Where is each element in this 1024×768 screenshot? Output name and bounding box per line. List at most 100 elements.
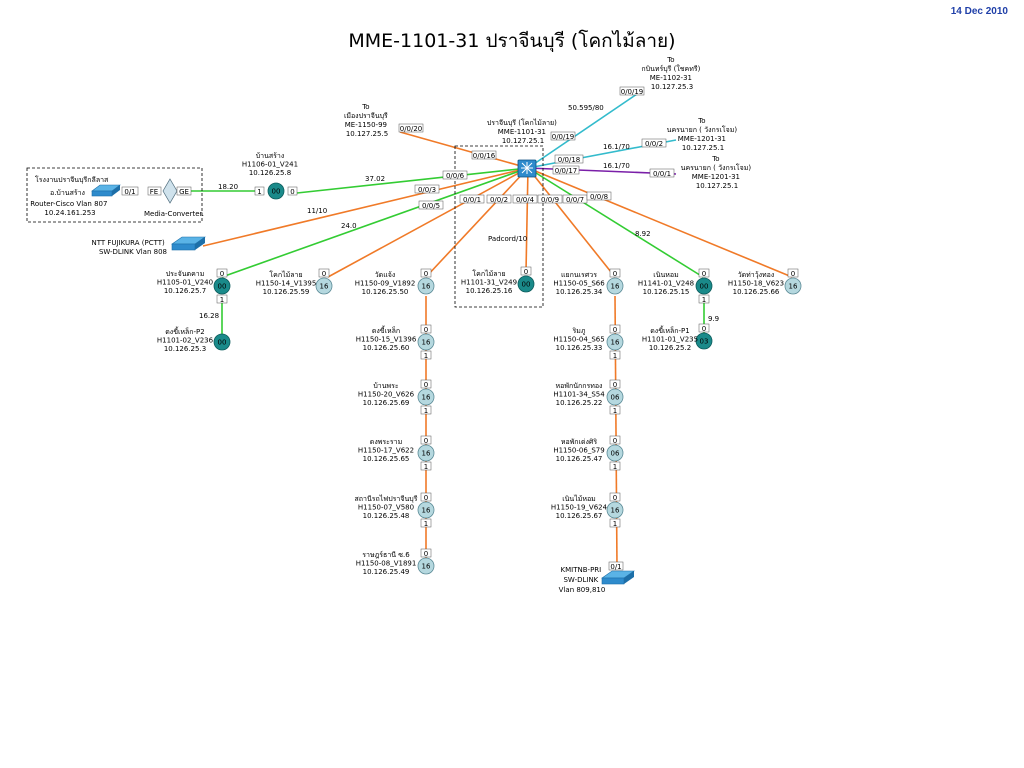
node-icon[interactable] [606,444,624,462]
node-port-top: 0 [613,326,617,334]
port-label: 0/0/20 [400,125,423,133]
node-port-out: 0 [290,188,294,196]
hub-label: ปราจีนบุรี (โคกไม้ลาย) MME-1101-31 10.12… [487,118,559,145]
node-port-box [420,492,432,502]
port-label: 0/0/19 [621,88,644,96]
link-label: 8.92 [635,230,651,238]
node-port-top: 0 [322,270,326,278]
node-icon[interactable] [417,277,435,295]
port-label: 0/0/1 [463,196,481,204]
port-label: 0/0/3 [418,186,436,194]
node-icon[interactable] [417,557,435,575]
node-icon[interactable] [606,277,624,295]
router-label: Router-Cisco Vlan 807 10.24.161.253 [30,200,109,217]
node-icon[interactable] [695,277,713,295]
factory-site-box [26,167,203,223]
node-icon[interactable] [517,275,535,293]
uplink-muang-label: To เมืองปราจีนบุรี ME-1150-99 10.127.25.… [344,103,390,138]
node-port-top: 0 [613,437,617,445]
node-port-box [609,268,621,278]
router-icon[interactable] [91,184,121,197]
node-icon[interactable] [213,333,231,351]
node-port-box [609,435,621,445]
router-port-box [121,186,139,196]
node-id: 16 [422,283,431,291]
media-converter-icon[interactable] [162,178,178,204]
node-icon[interactable] [606,388,624,406]
node-port-box [609,492,621,502]
hub-switch-icon[interactable] [517,159,537,178]
node-icon[interactable] [784,277,802,295]
node-port-box [420,379,432,389]
link-noenhom [527,167,704,278]
node-port-in: 1 [257,188,261,196]
node-id: 16 [789,283,798,291]
ntt-label: NTT FUJIKURA (PCTT) SW-DLINK Vlan 808 [91,239,167,256]
node-icon[interactable] [417,444,435,462]
node-port-bottom: 1 [424,463,428,471]
node-port-top: 0 [424,381,428,389]
node-icon[interactable] [606,333,624,351]
ge-box [176,186,192,196]
link-khokmailai31 [525,167,529,273]
node-id: 06 [611,450,620,458]
link-label: 11/10 [307,207,327,215]
ntt-switch-icon[interactable] [171,236,206,251]
factory-name: โรงงานปราจีนบุรีกลีลาส [35,175,109,184]
node-id: 00 [218,283,227,291]
node-port-box [609,518,621,528]
node-port-box [318,268,330,278]
uplink-kabin-label: To กบินทร์บุรี (ใชคทรี) ME-1102-31 10.12… [641,56,702,91]
ge-label: GE [179,188,189,196]
link-bansang [296,167,529,194]
node-port-bottom: 1 [613,520,617,528]
node-port-box [420,548,432,558]
kmitnb-label: KMITNB-PRI SW-DLINK Vlan 809,810 [559,566,606,594]
kmitnb-switch-icon[interactable] [601,570,635,585]
node-icon[interactable] [213,277,231,295]
node-port-bottom: 1 [613,407,617,415]
node-icon[interactable] [315,277,333,295]
port-label: 0/0/19 [552,133,575,141]
node-icon[interactable] [417,388,435,406]
node-icon[interactable] [606,501,624,519]
node-port-bottom: 1 [424,352,428,360]
node-icon[interactable] [417,333,435,351]
node-port-box [254,186,265,196]
page-title: MME-1101-31 ปราจีนบุรี (โคกไม้ลาย) [348,30,676,52]
node-port-box [698,323,710,333]
media-converter-label: Media-Converter. [144,210,204,218]
factory-district: อ.บ้านสร้าง [50,189,85,197]
node-port-top: 0 [220,270,224,278]
node-port-box [520,266,532,276]
node-icon[interactable] [695,332,713,350]
node-icon[interactable] [417,501,435,519]
node-icon[interactable] [267,182,285,200]
